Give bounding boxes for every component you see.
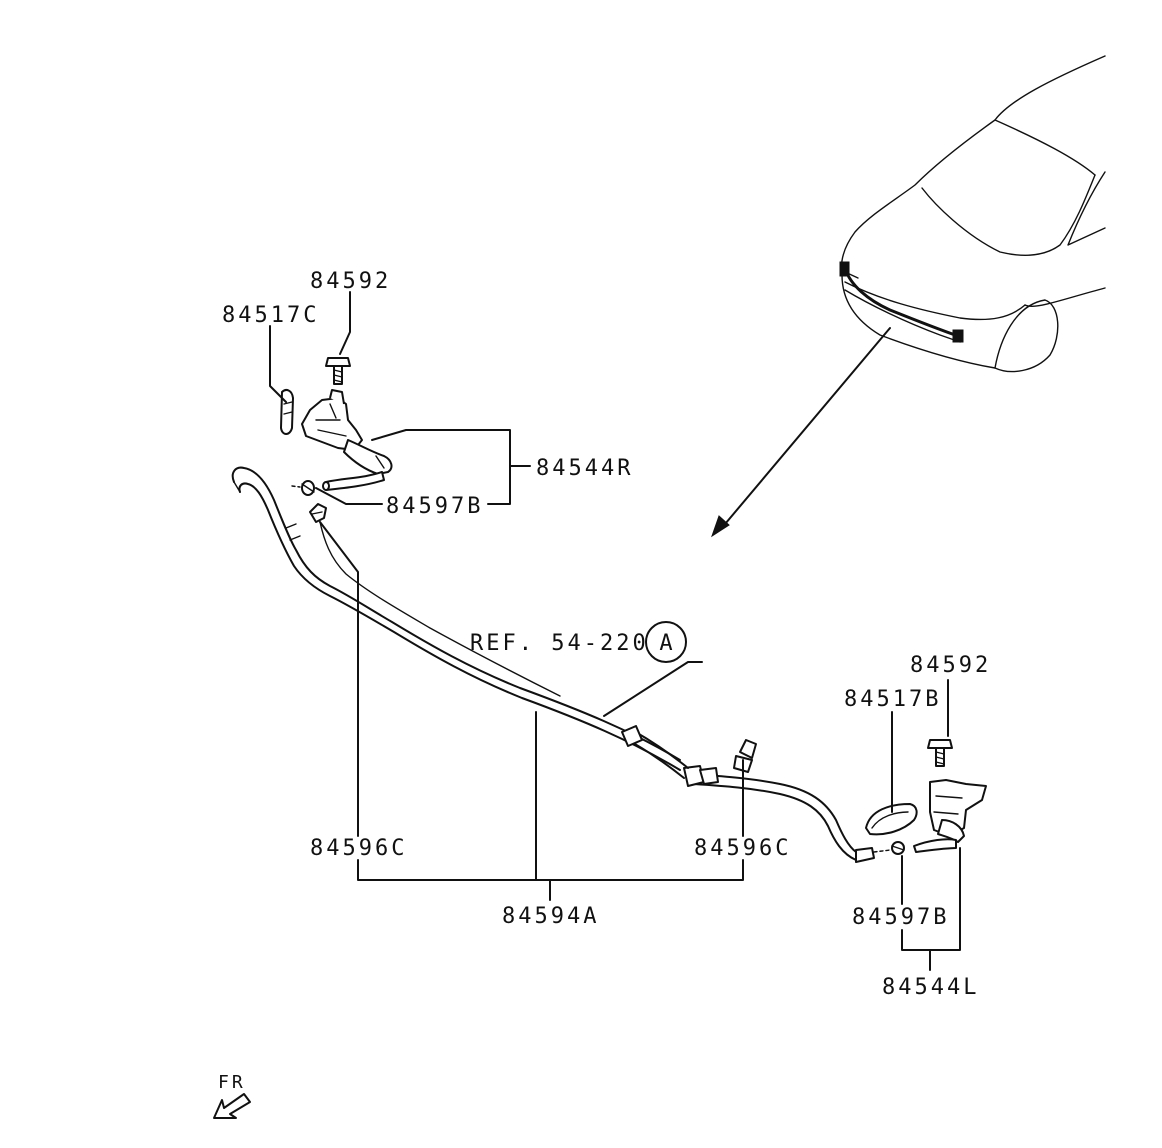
- label-84592-right: 84592: [310, 269, 391, 294]
- label-84592-left: 84592: [910, 653, 991, 678]
- bolt-icon: [325, 357, 351, 385]
- label-84596c-right: 84596C: [694, 836, 791, 861]
- view-pointer-arrow: [711, 327, 891, 538]
- label-84597b-right: 84597B: [386, 494, 483, 519]
- label-84544r: 84544R: [536, 456, 633, 481]
- label-front: FR: [218, 1072, 246, 1093]
- label-84517c: 84517C: [222, 303, 319, 328]
- label-84594a: 84594A: [502, 904, 599, 929]
- label-ref-circle-a: A: [659, 631, 672, 656]
- check-valve-icon: [291, 480, 315, 496]
- check-valve-icon: [873, 841, 905, 855]
- nozzle-group-right: [280, 357, 393, 523]
- label-ref-54-220: REF. 54-220: [470, 631, 649, 656]
- part-labels: 84592 84517C 84544R 84597B 84596C 84596C…: [218, 269, 991, 1093]
- label-84544l: 84544L: [882, 975, 979, 1000]
- car-outline: [839, 55, 1106, 373]
- label-84517b: 84517B: [844, 687, 941, 712]
- nozzle-group-left: [865, 739, 987, 855]
- hose-joint-icon: [309, 503, 327, 523]
- leader-lines: [269, 291, 961, 971]
- nozzle-cap-icon: [865, 803, 918, 836]
- washer-nozzle-icon: [913, 779, 987, 853]
- bolt-icon: [927, 739, 953, 767]
- label-84597b-left: 84597B: [852, 905, 949, 930]
- nozzle-cap-icon: [280, 389, 294, 435]
- label-84596c-left: 84596C: [310, 836, 407, 861]
- washer-hose: [231, 466, 875, 863]
- washer-nozzle-icon: [301, 389, 393, 491]
- front-direction-arrow-icon: [213, 1093, 251, 1119]
